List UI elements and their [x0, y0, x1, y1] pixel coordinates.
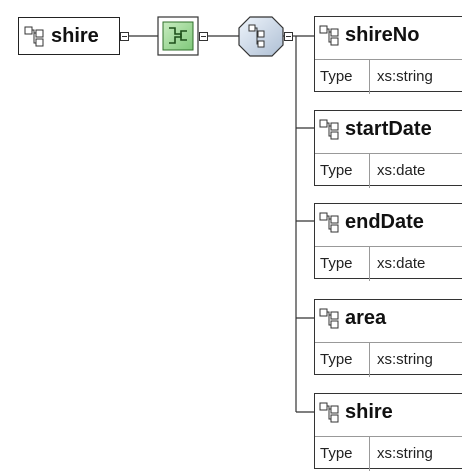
type-value: xs:string [377, 68, 433, 85]
type-value: xs:string [377, 351, 433, 368]
type-label: Type [320, 445, 353, 462]
element-name: shireNo [345, 24, 420, 46]
type-value: xs:date [377, 255, 426, 272]
sequence-expand-toggle[interactable] [199, 32, 208, 41]
child-element-box[interactable]: area Type xs:string [314, 299, 462, 377]
element-icon [319, 308, 339, 329]
element-icon [319, 212, 339, 233]
element-icon [319, 119, 339, 140]
child-element-box[interactable]: shire Type xs:string [314, 393, 462, 471]
type-label: Type [320, 162, 353, 179]
element-name: startDate [345, 118, 432, 140]
type-divider [369, 247, 370, 281]
type-label: Type [320, 68, 353, 85]
type-divider [369, 437, 370, 471]
type-value: xs:date [377, 162, 426, 179]
schema-diagram-canvas [128, 16, 314, 413]
type-label: Type [320, 255, 353, 272]
child-element-box[interactable]: startDate Type xs:date [314, 110, 462, 188]
element-icon [319, 25, 339, 46]
type-row: Type xs:string [315, 59, 462, 94]
type-row: Type xs:date [315, 246, 462, 281]
element-name: area [345, 307, 387, 329]
type-divider [369, 154, 370, 188]
type-divider [369, 343, 370, 377]
choice-expand-toggle[interactable] [284, 32, 293, 41]
type-label: Type [320, 351, 353, 368]
type-row: Type xs:string [315, 436, 462, 471]
element-name: endDate [345, 211, 424, 233]
element-icon [319, 402, 339, 423]
sequence-compositor-icon[interactable] [157, 16, 199, 56]
type-row: Type xs:date [315, 153, 462, 188]
element-icon [24, 26, 44, 47]
child-element-box[interactable]: endDate Type xs:date [314, 203, 462, 281]
root-element-box[interactable]: shire [18, 17, 120, 55]
root-element-name: shire [51, 25, 99, 47]
type-value: xs:string [377, 445, 433, 462]
child-element-box[interactable]: shireNo Type xs:string [314, 16, 462, 94]
type-row: Type xs:string [315, 342, 462, 377]
all-compositor-icon[interactable] [238, 16, 284, 57]
root-expand-toggle[interactable] [120, 32, 129, 41]
type-divider [369, 60, 370, 94]
element-name: shire [345, 401, 393, 423]
